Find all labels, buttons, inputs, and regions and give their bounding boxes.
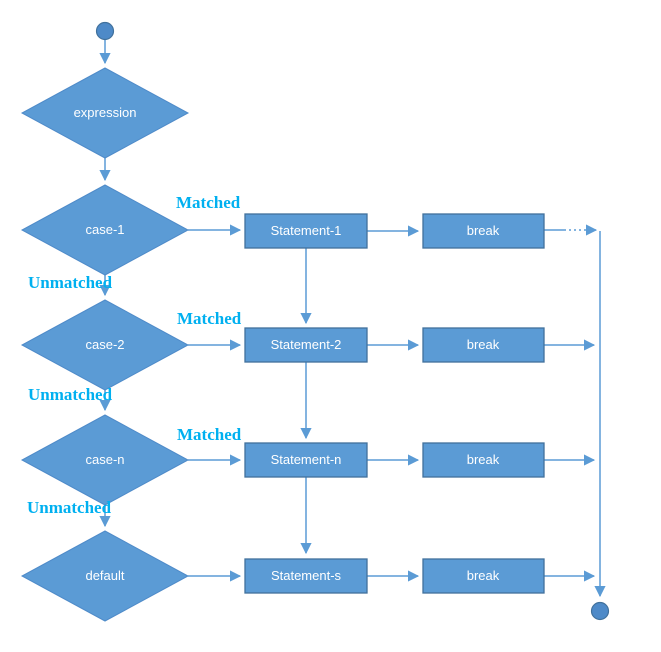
- matched-label-2: Matched: [177, 309, 242, 328]
- case-2-decision: [20, 299, 190, 391]
- statement-1-label: Statement-1: [271, 223, 342, 238]
- case-n-decision: [20, 414, 190, 506]
- default-label: default: [85, 568, 124, 583]
- break-4-box: [422, 558, 545, 594]
- matched-label-1: Matched: [176, 193, 241, 212]
- unmatched-label-3: Unmatched: [27, 498, 112, 517]
- break-2-box: [422, 327, 545, 363]
- case-n-label: case-n: [85, 452, 124, 467]
- start-terminal: [95, 21, 115, 41]
- case-2-label: case-2: [85, 337, 124, 352]
- break-1-box: [422, 213, 545, 249]
- break-3-box: [422, 442, 545, 478]
- statement-1-box: [244, 213, 368, 249]
- default-decision: [20, 530, 190, 622]
- break-4-label: break: [467, 568, 500, 583]
- statement-s-label: Statement-s: [271, 568, 342, 583]
- matched-label-3: Matched: [177, 425, 242, 444]
- unmatched-label-1: Unmatched: [28, 273, 113, 292]
- statement-n-label: Statement-n: [271, 452, 342, 467]
- unmatched-label-2: Unmatched: [28, 385, 113, 404]
- expression-decision: [20, 67, 190, 159]
- expression-label: expression: [74, 105, 137, 120]
- statement-2-label: Statement-2: [271, 337, 342, 352]
- statement-n-box: [244, 442, 368, 478]
- statement-2-box: [244, 327, 368, 363]
- break-3-label: break: [467, 452, 500, 467]
- case-1-label: case-1: [85, 222, 124, 237]
- end-terminal: [590, 601, 610, 621]
- break-1-label: break: [467, 223, 500, 238]
- case-1-decision: [20, 184, 190, 276]
- statement-s-box: [244, 558, 368, 594]
- break-2-label: break: [467, 337, 500, 352]
